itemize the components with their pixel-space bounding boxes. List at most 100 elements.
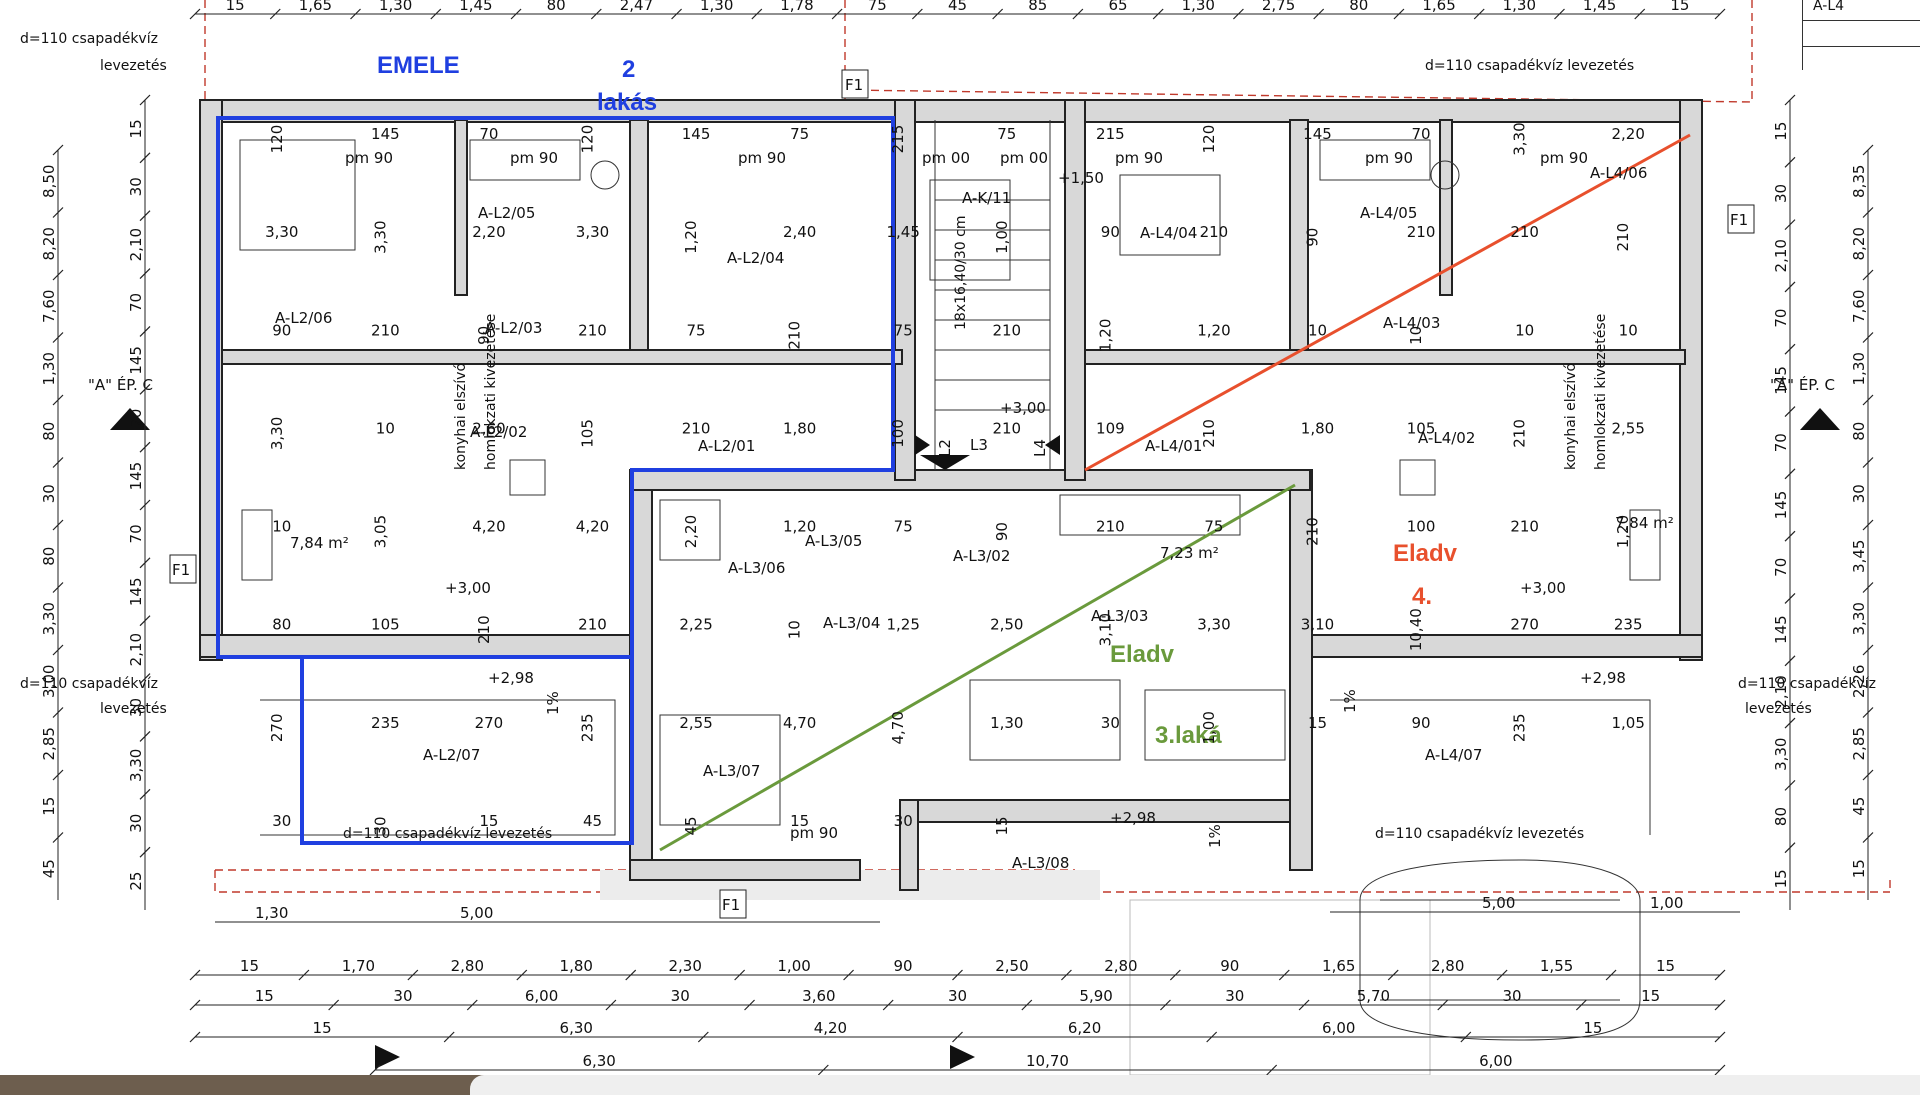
dimension-value: 1,30: [1182, 0, 1215, 14]
dimension-value: 15: [226, 0, 245, 14]
room-l3-02: A-L3/02: [953, 547, 1010, 565]
dimension-value: 2,50: [990, 616, 1023, 634]
dimension-value: 45: [1850, 797, 1868, 816]
dimension-value: 70: [127, 409, 145, 428]
dimension-value: 210: [371, 321, 400, 339]
dimension-value: 215: [1096, 125, 1125, 143]
area-l3: 7,23 m²: [1160, 544, 1219, 562]
dimension-value: 3,60: [802, 987, 835, 1005]
dimension-value: 70: [1772, 558, 1790, 577]
level-300-c: +3,00: [1520, 579, 1566, 597]
dimension-value: 1,30: [990, 714, 1023, 732]
dimension-value: 145: [371, 125, 400, 143]
dimension-value: 80: [1850, 422, 1868, 441]
room-l2-04: A-L2/04: [727, 249, 784, 267]
dimension-value: 80: [1772, 807, 1790, 826]
dimension-value: 2,50: [995, 957, 1028, 975]
room-l4-04: A-L4/04: [1140, 224, 1197, 242]
dimension-value: 1,65: [1322, 957, 1355, 975]
dimension-value: 15: [790, 812, 809, 830]
dimension-value: 210: [786, 321, 804, 350]
dimension-value: 3,00: [40, 665, 58, 698]
dimension-value: 2,47: [620, 0, 653, 14]
dimension-value: 10: [272, 518, 291, 536]
lakas2-word: lakás: [597, 89, 657, 116]
dimension-value: 3,30: [265, 223, 298, 241]
dimension-value: 30: [272, 812, 291, 830]
dimension-value: 25: [127, 872, 145, 891]
dimension-value: 2,20: [1612, 125, 1645, 143]
dimension-value: 70: [127, 293, 145, 312]
dimension-value: 2,25: [679, 616, 712, 634]
dimension-value: 5,70: [1357, 987, 1390, 1005]
level-150: +1,50: [1058, 169, 1104, 187]
dimension-value: 270: [1510, 616, 1539, 634]
dimension-value: 1,65: [1422, 0, 1455, 14]
dimension-value: 210: [992, 321, 1021, 339]
dimension-value: 2,80: [1431, 957, 1464, 975]
dimension-value: 210: [1510, 518, 1539, 536]
dimension-value: 10,40: [1407, 608, 1425, 651]
dimension-value: 2,85: [1850, 727, 1868, 760]
drain-br: d=110 csapadékvíz levezetés: [1375, 826, 1584, 842]
dimension-value: 1,30: [40, 352, 58, 385]
dimension-value: 45: [682, 816, 700, 835]
dimension-value: 90: [1220, 957, 1239, 975]
dimension-value: 1,45: [887, 223, 920, 241]
interior-lines: [239, 120, 1661, 1041]
section-label-right: "A" ÉP. C: [1770, 375, 1835, 394]
area-l4: 7,84 m²: [1615, 514, 1674, 532]
level-300-a: +3,00: [1000, 399, 1046, 417]
dimension-value: 30: [894, 812, 913, 830]
dimension-value: 1,45: [459, 0, 492, 14]
dimension-value: 6,30: [560, 1019, 593, 1037]
dimension-value: 1,00: [1200, 711, 1218, 744]
dimension-value: 145: [127, 577, 145, 606]
dimension-value: 2,30: [668, 957, 701, 975]
dimension-value: 4,20: [472, 518, 505, 536]
pm90-7: pm 90: [790, 824, 838, 842]
dimension-value: 5,00: [460, 904, 493, 922]
dimension-value: 3,45: [1850, 540, 1868, 573]
dimension-value: 70: [1772, 433, 1790, 452]
dimension-value: 30: [1772, 184, 1790, 203]
dimension-value: 2,60: [472, 419, 505, 437]
dimension-value: 75: [997, 125, 1016, 143]
dimension-value: 10: [1308, 321, 1327, 339]
dimension-value: 3,10: [1301, 616, 1334, 634]
f1-top: F1: [845, 76, 863, 94]
dimension-value: 90: [272, 321, 291, 339]
slope-b: 1%: [1206, 824, 1224, 848]
dimension-value: 3,30: [371, 220, 389, 253]
lakas4-label: 4.: [1412, 583, 1432, 610]
dimension-value: 210: [1304, 517, 1322, 546]
dimension-value: 30: [1101, 714, 1120, 732]
dimension-value: 30: [127, 177, 145, 196]
room-l2-01: A-L2/01: [698, 437, 755, 455]
drain-mr-2: levezetés: [1745, 701, 1812, 717]
dimension-value: 1,78: [780, 0, 813, 14]
dimension-value: 105: [371, 616, 400, 634]
lakas2-terrace-outline: [300, 655, 634, 845]
drain-ml-2: levezetés: [100, 701, 167, 717]
dimension-value: 3,10: [1096, 613, 1114, 646]
dimension-value: 10: [1619, 321, 1638, 339]
dimension-value: 85: [1028, 0, 1047, 14]
dimension-value: 15: [313, 1019, 332, 1037]
level-298-a: +2,98: [488, 669, 534, 687]
area-l2: 7,84 m²: [290, 534, 349, 552]
dimension-value: 1,30: [700, 0, 733, 14]
dimension-value: 3,30: [1511, 122, 1529, 155]
dimension-value: 1,45: [1583, 0, 1616, 14]
dimension-value: 100: [1407, 518, 1436, 536]
dimension-value: 15: [1308, 714, 1327, 732]
dimension-value: 80: [40, 547, 58, 566]
room-l2-02: A-L2/02: [470, 423, 527, 441]
dimension-value: 4,70: [889, 711, 907, 744]
room-k-11: A-K/11: [962, 189, 1011, 207]
dimension-value: 80: [40, 422, 58, 441]
dimension-value: 75: [894, 321, 913, 339]
dimension-value: 1,00: [777, 957, 810, 975]
